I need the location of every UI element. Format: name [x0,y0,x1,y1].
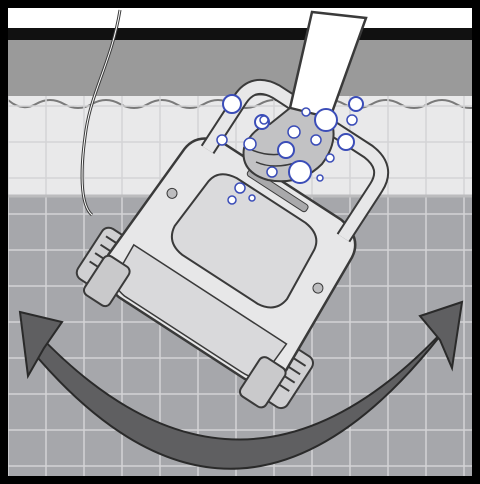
bubble [302,108,310,116]
bubble [235,183,245,193]
bubble [289,161,311,183]
bubble [278,142,294,158]
bubble [217,135,227,145]
bubble [349,97,363,111]
bubble [311,135,321,145]
bubble [315,109,337,131]
bubble [288,126,300,138]
bubble [338,134,354,150]
bubble [223,95,241,113]
bubble [260,116,268,124]
bubble [244,138,256,150]
bubble [326,154,334,162]
pool-edge-line [8,28,472,40]
bubble [249,195,255,201]
bubble [317,175,323,181]
bubble [267,167,277,177]
bubble [228,196,236,204]
bubble [347,115,357,125]
